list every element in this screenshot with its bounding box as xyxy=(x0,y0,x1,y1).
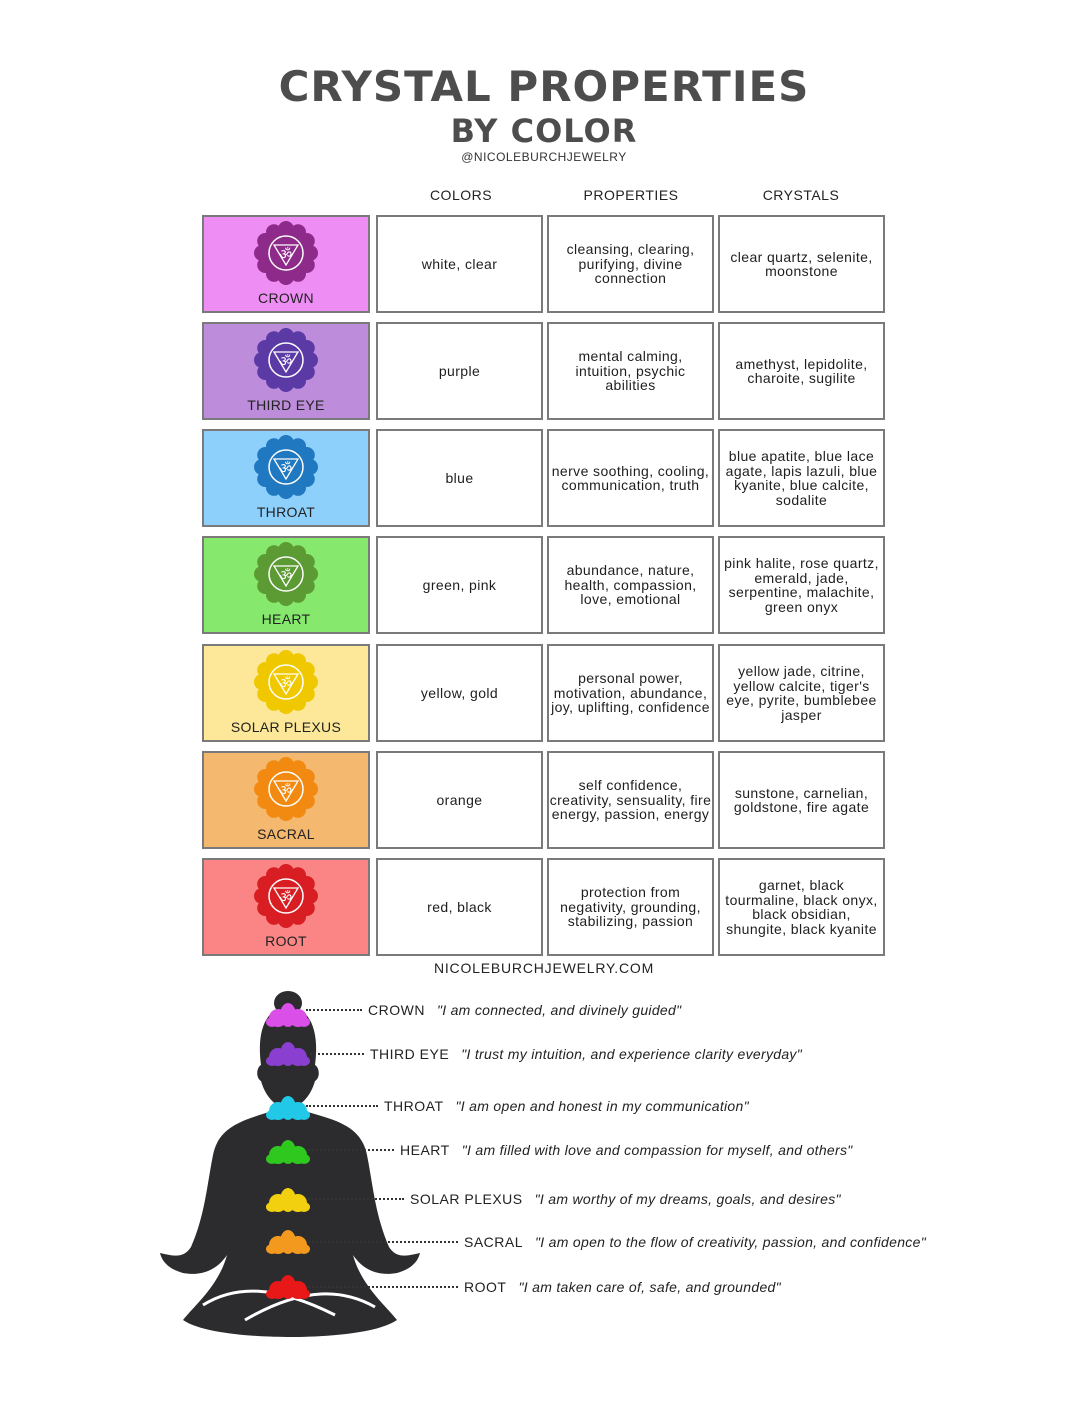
leader-line xyxy=(308,1198,404,1200)
column-header-crystals: CRYSTALS xyxy=(762,187,840,203)
lotus-chakra-icon xyxy=(266,1230,310,1254)
chakra-cell: ॐ THIRD EYE xyxy=(202,322,370,420)
chakra-symbol-icon: ॐ xyxy=(254,863,318,928)
affirmation-chakra-label: CROWN xyxy=(368,1002,425,1018)
crystals-cell: sunstone, carnelian, goldstone, fire aga… xyxy=(718,751,885,849)
meditation-figure-illustration xyxy=(160,991,420,1337)
affirmation-quote: "I am filled with love and compassion fo… xyxy=(461,1142,853,1158)
svg-text:ॐ: ॐ xyxy=(279,890,292,906)
chakra-cell: ॐ THROAT xyxy=(202,429,370,527)
chakra-label: HEART xyxy=(261,610,311,627)
chakra-symbol-icon: ॐ xyxy=(254,220,318,285)
leader-line xyxy=(306,1009,362,1011)
lotus-chakra-icon xyxy=(266,1042,310,1066)
chakra-cell: ॐ SACRAL xyxy=(202,751,370,849)
affirmation-item: ROOT "I am taken care of, safe, and grou… xyxy=(308,1277,781,1297)
affirmation-quote: "I am open and honest in my communicatio… xyxy=(455,1098,749,1114)
colors-cell: green, pink xyxy=(376,536,543,634)
affirmation-chakra-label: HEART xyxy=(400,1142,450,1158)
chakra-cell: ॐ HEART xyxy=(202,536,370,634)
affirmation-item: SOLAR PLEXUS "I am worthy of my dreams, … xyxy=(308,1189,841,1209)
svg-text:ॐ: ॐ xyxy=(279,247,292,263)
colors-cell: blue xyxy=(376,429,543,527)
website-link[interactable]: NICOLEBURCHJEWELRY.COM xyxy=(433,960,655,976)
chakra-cell: ॐ ROOT xyxy=(202,858,370,956)
properties-cell: abundance, nature, health, compassion, l… xyxy=(547,536,714,634)
chakra-label: SACRAL xyxy=(257,825,315,842)
chakra-label: CROWN xyxy=(258,289,314,306)
properties-cell: protection from negativity, grounding, s… xyxy=(547,858,714,956)
colors-cell: purple xyxy=(376,322,543,420)
affirmation-item: HEART "I am filled with love and compass… xyxy=(308,1140,853,1160)
leader-line xyxy=(308,1241,458,1243)
lotus-chakra-icon xyxy=(266,1275,310,1299)
svg-text:ॐ: ॐ xyxy=(279,568,292,584)
chakra-cell: ॐ SOLAR PLEXUS xyxy=(202,644,370,742)
chakra-label: SOLAR PLEXUS xyxy=(230,718,342,735)
column-header-properties: PROPERTIES xyxy=(583,187,679,203)
crystals-cell: amethyst, lepidolite, charoite, sugilite xyxy=(718,322,885,420)
affirmation-item: THIRD EYE "I trust my intuition, and exp… xyxy=(306,1044,802,1064)
lotus-chakra-icon xyxy=(266,1003,310,1027)
affirmation-item: SACRAL "I am open to the flow of creativ… xyxy=(308,1232,926,1252)
affirmation-chakra-label: SOLAR PLEXUS xyxy=(410,1191,523,1207)
chakra-label: ROOT xyxy=(265,932,307,949)
leader-line xyxy=(308,1286,458,1288)
colors-cell: yellow, gold xyxy=(376,644,543,742)
leader-line xyxy=(308,1149,394,1151)
affirmation-quote: "I am worthy of my dreams, goals, and de… xyxy=(534,1191,841,1207)
chakra-symbol-icon: ॐ xyxy=(254,327,318,392)
svg-text:ॐ: ॐ xyxy=(279,461,292,477)
social-handle: @NICOLEBURCHJEWELRY xyxy=(461,150,627,164)
chakra-symbol-icon: ॐ xyxy=(254,649,318,714)
affirmation-quote: "I am taken care of, safe, and grounded" xyxy=(518,1279,781,1295)
crystals-cell: yellow jade, citrine, yellow calcite, ti… xyxy=(718,644,885,742)
lotus-chakra-icon xyxy=(266,1188,310,1212)
page-title: CRYSTAL PROPERTIES xyxy=(278,62,810,111)
affirmation-item: CROWN "I am connected, and divinely guid… xyxy=(306,1000,681,1020)
chakra-symbol-icon: ॐ xyxy=(254,434,318,499)
affirmation-quote: "I am open to the flow of creativity, pa… xyxy=(535,1234,926,1250)
affirmation-chakra-label: THROAT xyxy=(384,1098,444,1114)
crystals-cell: clear quartz, selenite, moonstone xyxy=(718,215,885,313)
affirmation-chakra-label: SACRAL xyxy=(464,1234,524,1250)
properties-cell: nerve soothing, cooling, communication, … xyxy=(547,429,714,527)
colors-cell: orange xyxy=(376,751,543,849)
properties-cell: cleansing, clearing, purifying, divine c… xyxy=(547,215,714,313)
lotus-chakra-icon xyxy=(266,1140,310,1164)
properties-cell: mental calming, intuition, psychic abili… xyxy=(547,322,714,420)
lotus-chakra-icon xyxy=(266,1096,310,1120)
properties-cell: self confidence, creativity, sensuality,… xyxy=(547,751,714,849)
chakra-label: THROAT xyxy=(256,503,316,520)
leader-line xyxy=(306,1105,378,1107)
crystals-cell: blue apatite, blue lace agate, lapis laz… xyxy=(718,429,885,527)
affirmation-quote: "I trust my intuition, and experience cl… xyxy=(461,1046,802,1062)
svg-text:ॐ: ॐ xyxy=(279,354,292,370)
page-subtitle: BY COLOR xyxy=(450,112,638,150)
chakra-label: THIRD EYE xyxy=(247,396,325,413)
affirmation-chakra-label: ROOT xyxy=(464,1279,507,1295)
chakra-symbol-icon: ॐ xyxy=(254,541,318,606)
chakra-cell: ॐ CROWN xyxy=(202,215,370,313)
svg-text:ॐ: ॐ xyxy=(279,676,292,692)
column-header-colors: COLORS xyxy=(429,187,493,203)
chakra-symbol-icon: ॐ xyxy=(254,756,318,821)
svg-text:ॐ: ॐ xyxy=(279,783,292,799)
crystals-cell: pink halite, rose quartz, emerald, jade,… xyxy=(718,536,885,634)
affirmation-quote: "I am connected, and divinely guided" xyxy=(436,1002,682,1018)
colors-cell: red, black xyxy=(376,858,543,956)
crystals-cell: garnet, black tourmaline, black onyx, bl… xyxy=(718,858,885,956)
affirmation-chakra-label: THIRD EYE xyxy=(370,1046,450,1062)
colors-cell: white, clear xyxy=(376,215,543,313)
properties-cell: personal power, motivation, abundance, j… xyxy=(547,644,714,742)
leader-line xyxy=(306,1053,364,1055)
affirmation-item: THROAT "I am open and honest in my commu… xyxy=(306,1096,749,1116)
